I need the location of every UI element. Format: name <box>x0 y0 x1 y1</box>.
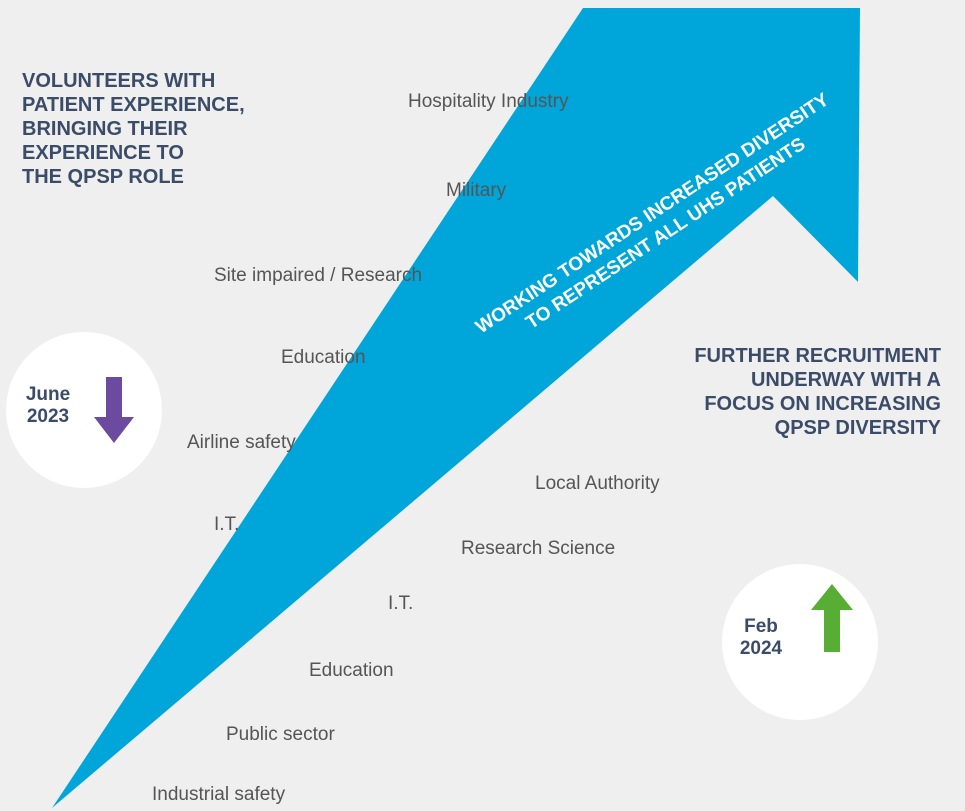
sector-label: I.T. <box>388 593 414 614</box>
arrow-down-icon <box>94 377 134 443</box>
heading-right-line: UNDERWAY WITH A <box>750 369 941 391</box>
sector-label: Airline safety <box>187 432 296 453</box>
heading-left-line: THE QPSP ROLE <box>22 166 184 188</box>
arrow-up-icon <box>811 584 853 652</box>
heading-right-line: FOCUS ON INCREASING <box>704 393 941 415</box>
milestone-start-circle: June 2023 <box>6 332 162 488</box>
milestone-end-circle: Feb 2024 <box>722 564 878 720</box>
sector-label: Military <box>446 180 507 201</box>
heading-left-line: EXPERIENCE TO <box>22 142 184 164</box>
milestone-end-month: Feb <box>744 616 778 637</box>
milestone-start-month: June <box>25 384 71 405</box>
heading-left-line: PATIENT EXPERIENCE, <box>22 94 245 116</box>
diversity-arrow-shape <box>52 8 860 808</box>
milestone-start-year: 2023 <box>26 406 70 427</box>
sector-label: Education <box>309 660 394 681</box>
heading-right-line: FURTHER RECRUITMENT <box>694 345 941 367</box>
heading-left-line: BRINGING THEIR <box>22 118 188 140</box>
heading-volunteers: VOLUNTEERS WITH PATIENT EXPERIENCE, BRIN… <box>22 69 292 189</box>
sector-label: Research Science <box>461 538 616 559</box>
heading-right-line: QPSP DIVERSITY <box>774 417 941 439</box>
sector-label: I.T. <box>214 514 240 535</box>
milestone-end-year: 2024 <box>739 638 783 659</box>
sector-label: Industrial safety <box>152 784 286 805</box>
heading-further-recruitment: FURTHER RECRUITMENT UNDERWAY WITH A FOCU… <box>621 344 941 440</box>
sector-label: Education <box>281 347 366 368</box>
sector-label: Hospitality Industry <box>408 91 569 112</box>
heading-left-line: VOLUNTEERS WITH <box>22 70 216 92</box>
sector-label: Public sector <box>226 724 335 745</box>
sector-label: Site impaired / Research <box>214 265 423 286</box>
milestone-start-date: June 2023 <box>13 384 83 428</box>
sector-label: Local Authority <box>535 473 660 494</box>
milestone-end-date: Feb 2024 <box>726 616 796 660</box>
